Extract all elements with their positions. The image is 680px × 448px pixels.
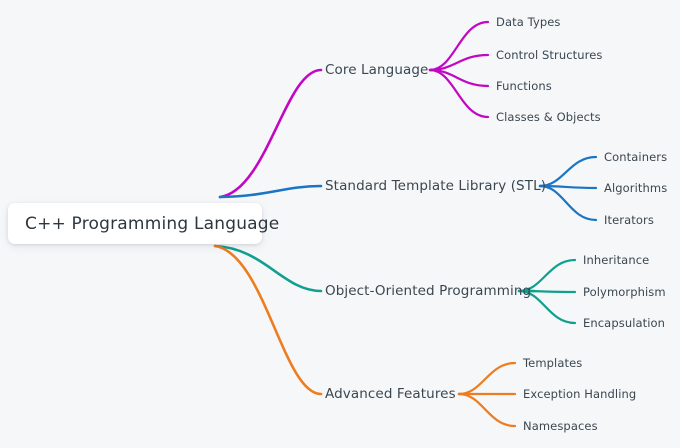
branch-3 [213,244,577,325]
leaf-node-label[interactable]: Iterators [604,213,654,227]
leaf-connector [517,289,577,325]
leaf-node-label[interactable]: Templates [523,356,583,370]
leaf-connector [457,361,517,396]
branch-node-label[interactable]: Standard Template Library (STL) [325,178,547,194]
branch-trunk [218,68,323,199]
branch-trunk [218,184,323,199]
leaf-node-label[interactable]: Classes & Objects [496,110,601,124]
branch-node-label[interactable]: Core Language [325,62,429,78]
leaf-node-label[interactable]: Control Structures [496,48,603,62]
leaf-connector [428,20,490,72]
branch-4 [213,244,517,428]
leaf-node-label[interactable]: Inheritance [583,253,650,267]
leaf-node-label[interactable]: Exception Handling [523,387,637,401]
leaf-connector [428,68,490,119]
leaf-node-label[interactable]: Algorithms [604,181,668,195]
root-node-label: C++ Programming Language [25,214,280,234]
branch-node-label[interactable]: Advanced Features [325,386,456,402]
leaf-node-label[interactable]: Namespaces [523,419,598,433]
leaf-node-label[interactable]: Polymorphism [583,285,666,299]
leaf-node-label[interactable]: Containers [604,150,668,164]
leaf-connector [538,184,598,222]
leaf-connector [457,392,517,428]
branch-2 [218,155,598,222]
branch-trunk [213,244,323,293]
leaf-node-label[interactable]: Encapsulation [583,316,666,330]
leaf-node-label[interactable]: Data Types [496,15,561,29]
leaf-node-label[interactable]: Functions [496,79,552,93]
root-node[interactable]: C++ Programming Language [8,203,279,244]
branch-1 [218,20,490,199]
branch-trunk [213,244,323,396]
leaf-connector [538,155,598,188]
branch-node-label[interactable]: Object-Oriented Programming [325,283,532,299]
